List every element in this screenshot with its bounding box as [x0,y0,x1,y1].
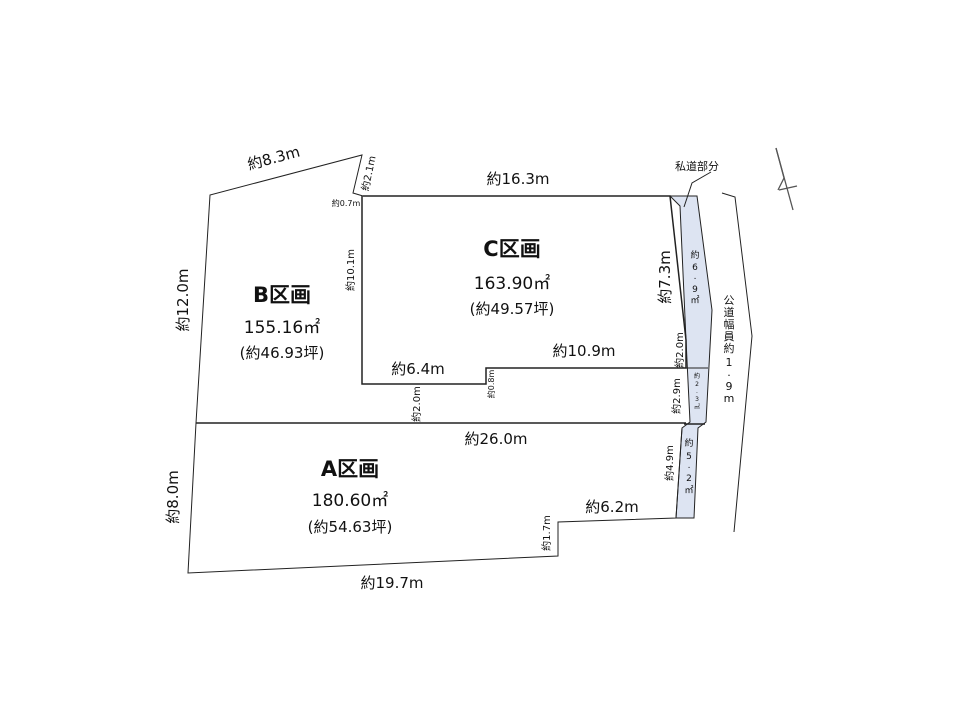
dim-c-bottom-left: 約6.4m [391,360,444,378]
public-road-edge [721,192,753,533]
dim-c-bottom-right: 約10.9m [552,342,615,360]
lot-b-name: B区画 [253,283,311,307]
private-road-area-a-char: 5 [686,452,692,462]
private-road-area-c-char: 9 [692,285,698,295]
public-road-char: m [724,392,735,405]
lot-a-outline [187,422,683,574]
private-road-area-c-char: ㎡ [690,295,699,306]
private-road-area-b-char: . [696,388,698,395]
private-road-area-c: 約 6 . 9 ㎡ [690,249,699,306]
dim-a-left: 約8.0m [164,470,182,523]
private-road-area-b-char: 3 [695,396,699,403]
public-road-char: . [727,366,731,379]
public-road-char: 幅 [724,318,735,331]
lot-a-name: A区画 [321,457,379,481]
public-road-char: 約 [724,341,735,355]
private-road-area-c-char: 約 [690,249,699,261]
lot-a-area: 180.60㎡ [312,491,388,511]
dim-b-notch-h: 約0.7m [332,198,361,208]
lot-c-area: 163.90㎡ [474,274,550,294]
public-road-char: 公 [724,294,735,307]
dim-a-bottom-right: 約6.2m [585,498,638,516]
private-road-area-a-char: ㎡ [684,485,693,496]
dim-b-notch-diag: 約2.1m [359,154,379,192]
dim-b-left: 約12.0m [174,268,192,331]
public-road-char: 員 [724,330,735,343]
private-road-area-b-char: ㎡ [694,403,700,411]
private-road-area-a: 約 5 . 2 ㎡ [684,437,693,496]
dim-strip-seg2: 約2.9m [670,378,683,414]
public-road-label: 公 道 幅 員 約 1 . 9 m [724,294,735,405]
private-road-area-a-char: 2 [686,474,692,484]
private-road-area-b: 約 2 . 3 ㎡ [694,372,700,411]
dim-c-top: 約16.3m [486,170,549,188]
public-road-char: 9 [726,380,733,393]
private-road-area-c-char: . [694,272,697,282]
private-road-strip [668,195,713,519]
dim-c-right: 約7.3m [656,250,674,303]
dim-a-bottom: 約19.7m [360,574,423,592]
dim-c-step: 約0.8m [486,370,496,399]
north-arrow-icon [775,147,798,211]
dim-b-lower: 約2.0m [410,386,423,422]
lot-c-outline [361,195,687,385]
dim-b-top: 約8.3m [246,143,302,174]
private-road-area-b-char: 約 [694,372,700,380]
lot-a-tsubo: (約54.63坪) [308,518,393,536]
public-road-char: 1 [726,356,733,369]
lot-c-tsubo: (約49.57坪) [470,300,555,318]
dim-a-right: 約4.9m [663,445,676,481]
private-road-area-a-char: . [688,461,691,471]
public-road-char: 道 [724,305,735,319]
private-road-area-b-char: 2 [695,381,699,388]
dim-c-left: 約10.1m [344,249,357,291]
lot-b-area: 155.16㎡ [244,318,320,338]
dim-strip-seg1: 約2.0m [673,332,686,368]
private-road-area-c-char: 6 [692,263,698,273]
private-road-label: 私道部分 [675,159,719,173]
dim-a-top: 約26.0m [464,430,527,448]
private-road-leader [683,171,712,208]
private-road-area-a-char: 約 [684,437,693,449]
lot-b-outline [195,154,364,424]
dim-a-step: 約1.7m [540,515,553,551]
lot-c-name: C区画 [483,237,540,261]
lot-b-tsubo: (約46.93坪) [240,344,325,362]
